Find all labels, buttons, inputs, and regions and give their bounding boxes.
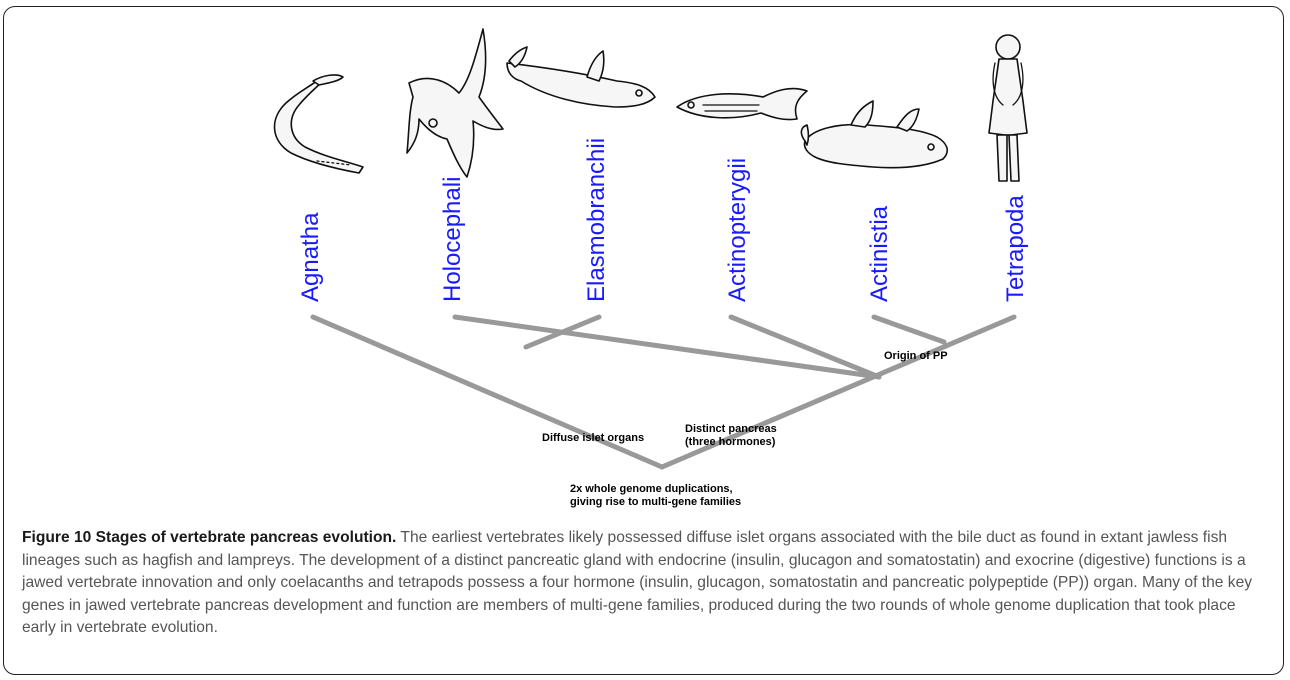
figure-caption: Figure 10 Stages of vertebrate pancreas … xyxy=(22,527,1267,640)
taxon-label: Agnatha xyxy=(297,212,324,302)
genome-duplication-label: 2x whole genome duplications, xyxy=(570,483,733,495)
taxon-label: Actinistia xyxy=(866,205,893,302)
diffuse-islets-label: Diffuse islet organs xyxy=(542,432,644,444)
phylogenetic-tree xyxy=(313,317,1014,467)
chimaera-icon xyxy=(407,29,503,177)
caption-title: Figure 10 Stages of vertebrate pancreas … xyxy=(22,529,396,546)
taxon-label: Elasmobranchii xyxy=(583,138,610,302)
origin-pp-label: Origin of PP xyxy=(884,350,948,362)
lamprey-icon xyxy=(275,75,363,173)
human-icon xyxy=(989,35,1027,181)
taxon-label: Actinopterygii xyxy=(724,158,751,302)
taxon-label: Tetrapoda xyxy=(1002,195,1029,302)
coelacanth-icon xyxy=(801,101,947,168)
distinct-pancreas-label: Distinct pancreas xyxy=(685,423,777,435)
multi-gene-families-label: giving rise to multi-gene families xyxy=(570,496,741,508)
figure-frame: Agnatha Holocephali Elasmobranchii Actin… xyxy=(3,6,1284,675)
three-hormones-label: (three hormones) xyxy=(685,436,776,448)
zebrafish-icon xyxy=(677,89,807,120)
taxon-label: Holocephali xyxy=(439,177,466,302)
shark-icon xyxy=(507,47,655,107)
